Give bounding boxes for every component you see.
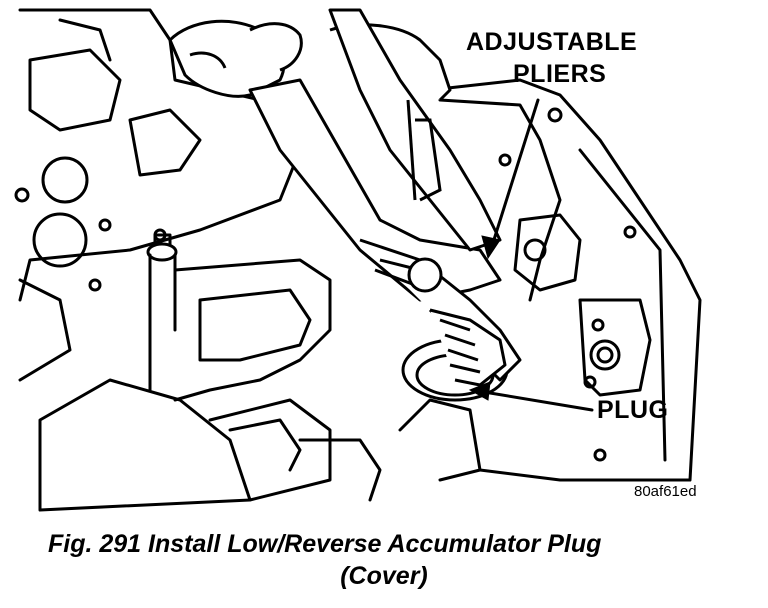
caption-line-1: Fig. 291 Install Low/Reverse Accumulator…	[48, 530, 602, 558]
figure-code: 80af61ed	[634, 483, 697, 500]
hand	[168, 19, 452, 102]
plug-label: PLUG	[597, 396, 669, 424]
figure-caption: Fig. 291 Install Low/Reverse Accumulator…	[0, 528, 768, 592]
transmission-illustration	[14, 8, 702, 512]
pin	[148, 253, 177, 392]
plug-leader	[482, 390, 594, 412]
adjustable-pliers-label: ADJUSTABLE	[466, 28, 638, 56]
transmission-case	[428, 78, 702, 482]
caption-line-2: (Cover)	[340, 562, 428, 590]
callout-leaders	[468, 98, 594, 412]
pliers-leader	[490, 98, 540, 248]
pliers-label: PLIERS	[513, 60, 607, 88]
adjustable-pliers	[248, 8, 522, 387]
